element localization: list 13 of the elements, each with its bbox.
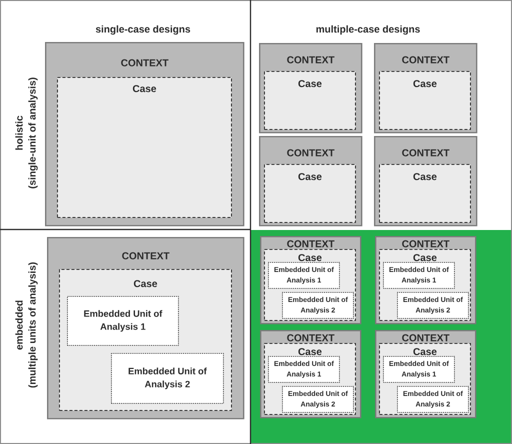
row-subheading: (single-unit of analysis) [28,78,38,188]
case-box: Case [264,71,356,130]
case-box: Case [379,71,471,130]
row-subheading: (multiple units of analysis) [28,262,38,388]
case-box: Case [57,77,232,218]
row-heading: holistic [15,116,23,150]
row-heading: embedded [15,300,23,350]
column-heading: multiple-case designs [316,25,420,35]
embedded-unit-box: Embedded Unit of Analysis 2 [111,353,224,404]
embedded-unit-box: Embedded Unit of Analysis 1 [67,296,179,346]
case-box: Case [264,164,356,223]
column-heading: single-case designs [96,25,190,35]
case-box: Case [379,164,471,223]
